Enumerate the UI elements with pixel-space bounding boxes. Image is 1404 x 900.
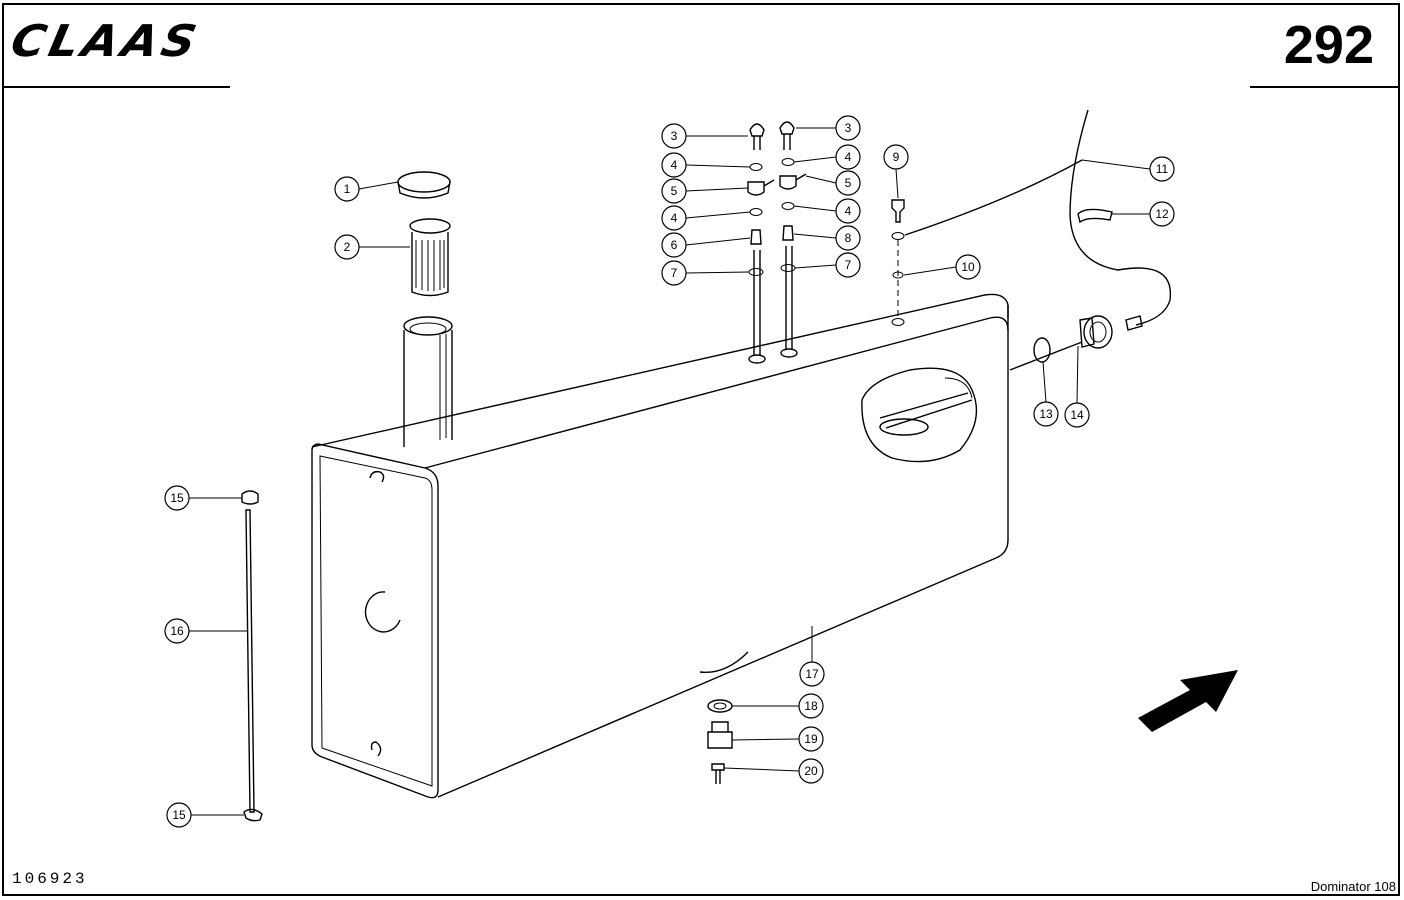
callout-14: 14	[1064, 402, 1090, 428]
callout-5a: 5	[661, 178, 687, 204]
screw-and-washer	[891, 199, 905, 326]
svg-text:1: 1	[344, 182, 351, 196]
svg-text:8: 8	[845, 231, 852, 245]
svg-text:12: 12	[1155, 207, 1169, 221]
callout-13: 13	[1033, 401, 1059, 427]
page-number: 292	[1283, 15, 1374, 75]
svg-text:3: 3	[671, 129, 678, 143]
callout-12: 12	[1149, 201, 1175, 227]
callout-9: 9	[883, 144, 909, 170]
callout-7a: 7	[661, 260, 687, 286]
callout-4c: 4	[661, 205, 687, 231]
callout-7b: 7	[835, 252, 861, 278]
callout-5b: 5	[835, 170, 861, 196]
callout-18: 18	[798, 693, 824, 719]
svg-text:14: 14	[1070, 408, 1084, 422]
svg-text:16: 16	[170, 624, 184, 638]
line-fittings	[747, 121, 807, 364]
callout-15b: 15	[166, 802, 192, 828]
svg-text:15: 15	[172, 808, 186, 822]
callout-15a: 15	[164, 485, 190, 511]
callout-4d: 4	[835, 198, 861, 224]
svg-text:10: 10	[961, 260, 975, 274]
svg-text:4: 4	[845, 204, 852, 218]
callout-11: 11	[1149, 156, 1175, 182]
callout-3a: 3	[661, 123, 687, 149]
callout-3b: 3	[835, 115, 861, 141]
fuel-gauge-sender	[904, 109, 1172, 371]
drawing-number: 106923	[12, 870, 88, 888]
svg-text:13: 13	[1039, 407, 1053, 421]
callout-20: 20	[798, 758, 824, 784]
svg-text:4: 4	[671, 211, 678, 225]
svg-text:7: 7	[845, 258, 852, 272]
callout-19: 19	[798, 726, 824, 752]
callout-8: 8	[835, 225, 861, 251]
model-name: Dominator 108	[1310, 879, 1396, 894]
svg-text:15: 15	[170, 491, 184, 505]
callout-2: 2	[334, 234, 360, 260]
page-number-rule	[1250, 86, 1400, 88]
callout-17: 17	[799, 661, 825, 687]
leader-lines	[189, 127, 1151, 816]
direction-arrow-icon	[1138, 670, 1238, 732]
svg-text:6: 6	[671, 238, 678, 252]
svg-text:5: 5	[845, 176, 852, 190]
svg-text:18: 18	[804, 699, 818, 713]
svg-text:3: 3	[845, 121, 852, 135]
callout-4b: 4	[835, 144, 861, 170]
tank-strap-rod	[241, 490, 263, 822]
callout-6: 6	[661, 232, 687, 258]
svg-text:20: 20	[804, 764, 818, 778]
svg-text:19: 19	[804, 732, 818, 746]
callout-4a: 4	[661, 152, 687, 178]
svg-text:5: 5	[671, 184, 678, 198]
page-frame	[2, 3, 1400, 896]
svg-text:11: 11	[1156, 162, 1169, 176]
brand-rule	[2, 86, 230, 88]
drain-plug	[707, 699, 733, 784]
svg-text:4: 4	[671, 158, 678, 172]
fuel-tank	[311, 293, 1009, 799]
filler-cap-and-strainer	[397, 171, 451, 297]
svg-text:9: 9	[893, 150, 900, 164]
callout-1: 1	[334, 176, 360, 202]
callout-16: 16	[164, 618, 190, 644]
svg-text:2: 2	[344, 240, 351, 254]
callout-10: 10	[955, 254, 981, 280]
svg-text:7: 7	[671, 266, 678, 280]
svg-text:17: 17	[805, 667, 819, 681]
svg-text:4: 4	[845, 150, 852, 164]
